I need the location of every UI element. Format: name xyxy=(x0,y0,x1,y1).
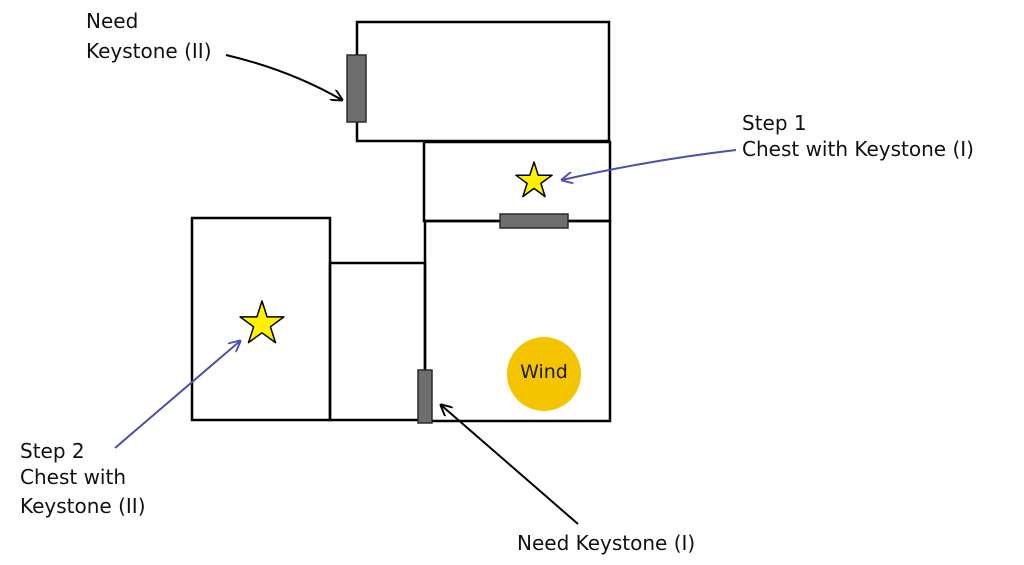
arrow-to-keystone-ii-door xyxy=(225,54,342,100)
wind-label: Wind xyxy=(520,361,568,383)
star-icon xyxy=(515,161,553,198)
step2-description-line1: Chest with xyxy=(20,465,126,489)
arrow-to-step1-chest xyxy=(562,149,737,180)
step2-title: Step 2 xyxy=(20,439,85,463)
door-keystone-ii xyxy=(346,54,367,123)
arrow-to-keystone-i-door xyxy=(441,405,579,525)
room-step1-chest xyxy=(422,140,612,223)
step1-title: Step 1 xyxy=(742,111,807,135)
need-label: Need xyxy=(86,9,139,33)
star-icon xyxy=(239,300,285,344)
keystone-ii-label: Keystone (II) xyxy=(86,39,212,63)
room-top xyxy=(355,20,611,143)
door-keystone-i xyxy=(417,369,433,424)
step1-description: Chest with Keystone (I) xyxy=(742,137,974,161)
need-keystone-i-label: Need Keystone (I) xyxy=(517,531,696,555)
arrow-to-step2-chest xyxy=(114,341,240,449)
wind-circle xyxy=(507,337,581,411)
room-corridor xyxy=(328,261,427,422)
step2-description-line2: Keystone (II) xyxy=(20,494,146,518)
door-between-step1-and-wind xyxy=(499,213,569,229)
